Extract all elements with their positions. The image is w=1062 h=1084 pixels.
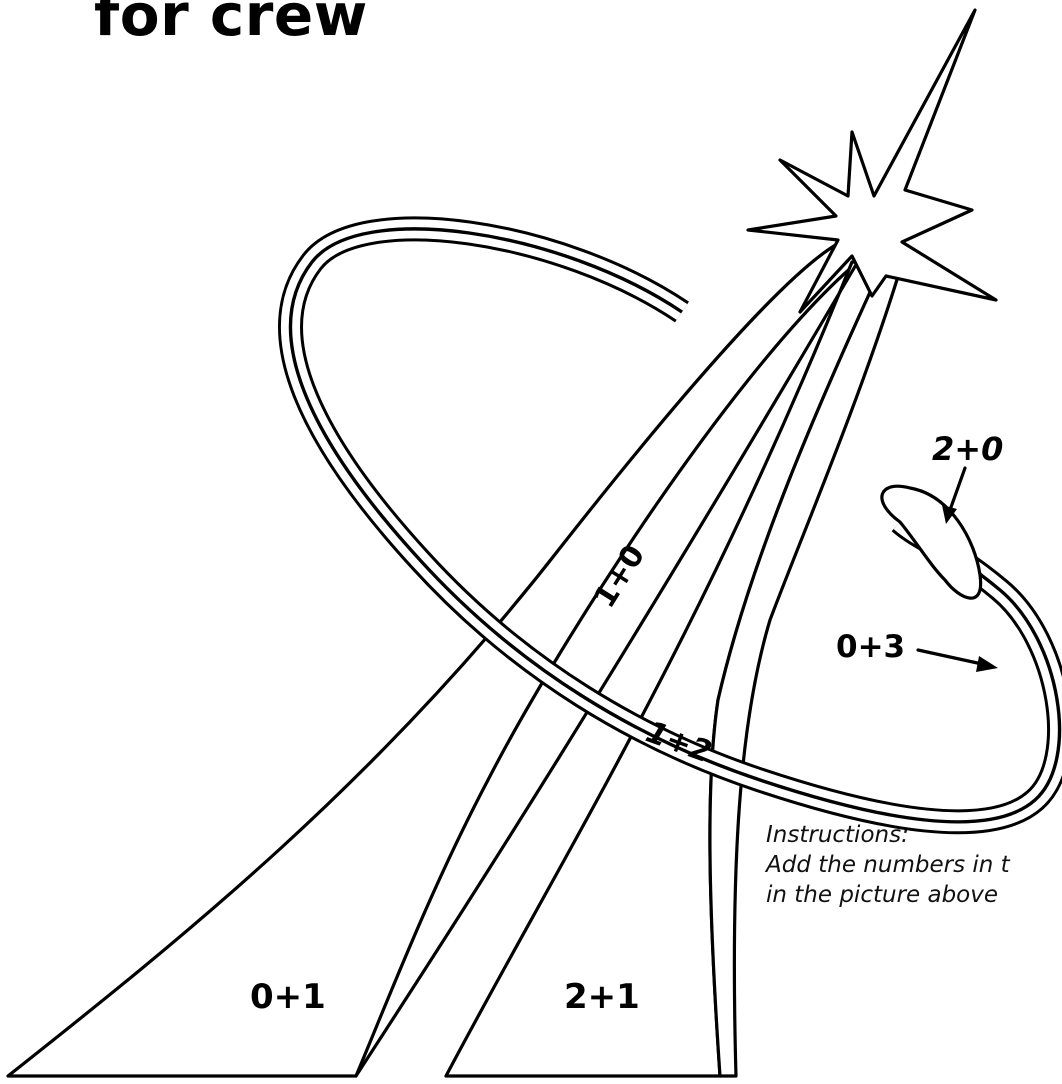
spark-star-icon[interactable]	[748, 10, 996, 312]
ring-tip-region[interactable]	[882, 486, 981, 598]
instructions-heading: Instructions:	[766, 820, 1010, 850]
ring-band-arrow-line	[918, 650, 982, 664]
left-beam-label: 0+1	[250, 977, 326, 1017]
instructions-line-1: Add the numbers in t	[766, 850, 1010, 880]
instructions-panel: Instructions: Add the numbers in t in th…	[766, 820, 1010, 910]
ring-band-arrowhead-icon	[976, 656, 998, 672]
instructions-line-2: in the picture above	[766, 880, 1010, 910]
ring-tip-label: 2+0	[932, 430, 1003, 468]
ring-band-label: 0+3	[836, 629, 905, 665]
ring-tip-arrow-line	[950, 468, 965, 510]
center-beam-label: 2+1	[564, 977, 640, 1017]
